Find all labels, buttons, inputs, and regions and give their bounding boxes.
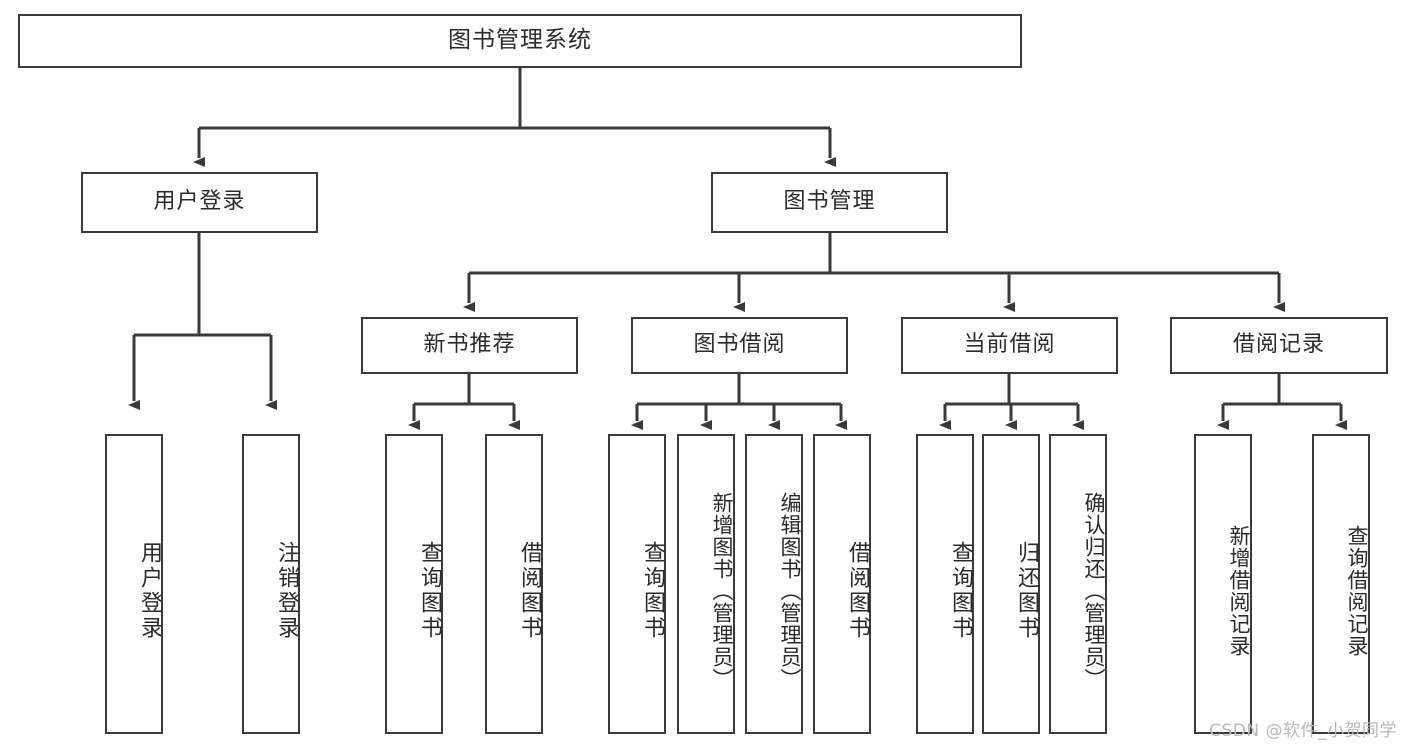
node-label: 归还图书 xyxy=(1014,541,1039,641)
node-label: 用户登录 xyxy=(153,189,246,215)
leaf-current-borrow-confirm-return-admin[interactable]: 确认归还（管理员） xyxy=(1049,434,1107,734)
node-label: 注销登录 xyxy=(274,541,299,641)
leaf-current-borrow-query-book[interactable]: 查询图书 xyxy=(916,434,974,734)
node-borrow-record[interactable]: 借阅记录 xyxy=(1170,317,1388,374)
leaf-book-borrow-borrow-book[interactable]: 借阅图书 xyxy=(813,434,871,734)
node-label: 图书借阅 xyxy=(693,332,786,358)
node-label: 借阅图书 xyxy=(845,541,870,641)
node-book-management[interactable]: 图书管理 xyxy=(711,172,948,233)
node-label: 查询借阅记录 xyxy=(1345,525,1369,657)
leaf-current-borrow-return-book[interactable]: 归还图书 xyxy=(982,434,1040,734)
leaf-user-login-login[interactable]: 用户登录 xyxy=(105,434,163,734)
leaf-new-book-borrow-book[interactable]: 借阅图书 xyxy=(485,434,543,734)
node-new-book-recommend[interactable]: 新书推荐 xyxy=(361,317,578,374)
node-label: 当前借阅 xyxy=(963,332,1056,358)
leaf-user-login-logout[interactable]: 注销登录 xyxy=(242,434,300,734)
node-label: 用户登录 xyxy=(137,541,162,641)
node-label: 查询图书 xyxy=(640,541,665,641)
node-book-borrow[interactable]: 图书借阅 xyxy=(631,317,848,374)
node-label: 新增借阅记录 xyxy=(1227,525,1251,657)
node-current-borrow[interactable]: 当前借阅 xyxy=(901,317,1118,374)
leaf-borrow-record-query-record[interactable]: 查询借阅记录 xyxy=(1312,434,1370,734)
leaf-book-borrow-add-book-admin[interactable]: 新增图书（管理员） xyxy=(677,434,735,734)
leaf-book-borrow-edit-book-admin[interactable]: 编辑图书（管理员） xyxy=(745,434,803,734)
leaf-borrow-record-add-record[interactable]: 新增借阅记录 xyxy=(1194,434,1252,734)
node-label: 编辑图书（管理员） xyxy=(778,492,802,690)
leaf-book-borrow-query-book[interactable]: 查询图书 xyxy=(608,434,666,734)
node-label: 图书管理系统 xyxy=(448,27,592,54)
node-label: 确认归还（管理员） xyxy=(1082,492,1106,690)
node-label: 新增图书（管理员） xyxy=(710,492,734,690)
node-label: 查询图书 xyxy=(417,541,442,641)
node-label: 查询图书 xyxy=(948,541,973,641)
node-user-login[interactable]: 用户登录 xyxy=(81,172,318,233)
node-label: 借阅记录 xyxy=(1232,332,1325,358)
csdn-watermark: CSDN @软件_小贺同学 xyxy=(1209,721,1397,741)
node-root-system[interactable]: 图书管理系统 xyxy=(18,14,1022,68)
node-label: 借阅图书 xyxy=(517,541,542,641)
node-label: 新书推荐 xyxy=(423,332,516,358)
node-label: 图书管理 xyxy=(783,189,876,215)
leaf-new-book-query-book[interactable]: 查询图书 xyxy=(385,434,443,734)
